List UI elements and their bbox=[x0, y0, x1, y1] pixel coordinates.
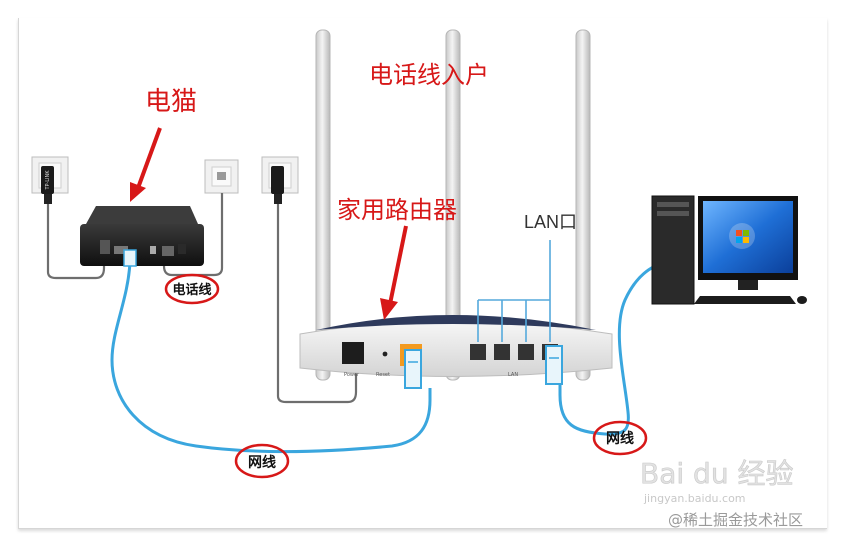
phone-line-in-label: 电话线入户 bbox=[369, 61, 489, 89]
router-lan-port-2 bbox=[494, 344, 510, 360]
home-router-label: 家用路由器 bbox=[337, 196, 457, 224]
juejin-watermark: @稀土掘金技术社区 bbox=[668, 511, 803, 529]
router-power-cable bbox=[276, 204, 358, 404]
modem-label: 电猫 bbox=[145, 87, 197, 117]
network-cable-right-label: 网线 bbox=[606, 430, 634, 447]
phone-cable-label: 电话线 bbox=[172, 282, 211, 298]
router-antenna-right bbox=[575, 29, 591, 381]
router-reset-text: Reset bbox=[376, 372, 390, 378]
modem-ethernet-plug bbox=[123, 249, 137, 267]
modem-device bbox=[80, 206, 204, 266]
network-cable-left bbox=[110, 261, 432, 454]
router-lan-port-1 bbox=[470, 344, 486, 360]
router-lan-text: LAN bbox=[508, 372, 518, 378]
router-lan-plug bbox=[545, 345, 563, 385]
lan-port-indicator bbox=[477, 240, 551, 342]
lan-port-label: LAN口 bbox=[524, 212, 577, 232]
baidu-url-watermark: jingyan.baidu.com bbox=[643, 492, 746, 505]
computer-keyboard bbox=[694, 296, 796, 304]
router-power-port bbox=[342, 342, 364, 364]
router-arrow bbox=[380, 225, 408, 320]
phone-cable-circle bbox=[164, 273, 220, 305]
desktop-computer bbox=[651, 195, 807, 305]
left-cable-circle bbox=[234, 443, 290, 479]
power-socket-left: TP-LINK bbox=[31, 156, 69, 204]
router-lan-port-3 bbox=[518, 344, 534, 360]
network-cable-left-label: 网线 bbox=[248, 454, 276, 471]
network-cable-right bbox=[558, 260, 669, 436]
right-cable-circle bbox=[592, 420, 648, 456]
modem-power-cable bbox=[46, 204, 106, 280]
svg-text:TP-LINK: TP-LINK bbox=[45, 170, 51, 191]
baidu-watermark: Bai du 经验 bbox=[640, 457, 793, 490]
router-reset-button bbox=[382, 351, 388, 357]
router-antenna-left bbox=[315, 29, 331, 381]
modem-arrow bbox=[130, 127, 162, 202]
computer-mouse bbox=[797, 296, 807, 304]
router-wan-plug bbox=[404, 349, 422, 389]
phone-wall-socket bbox=[204, 159, 239, 194]
router-device: Power Reset LAN bbox=[299, 29, 613, 381]
power-socket-middle bbox=[261, 156, 299, 204]
router-power-text: Power bbox=[344, 372, 360, 378]
router-antenna-center bbox=[445, 29, 461, 381]
